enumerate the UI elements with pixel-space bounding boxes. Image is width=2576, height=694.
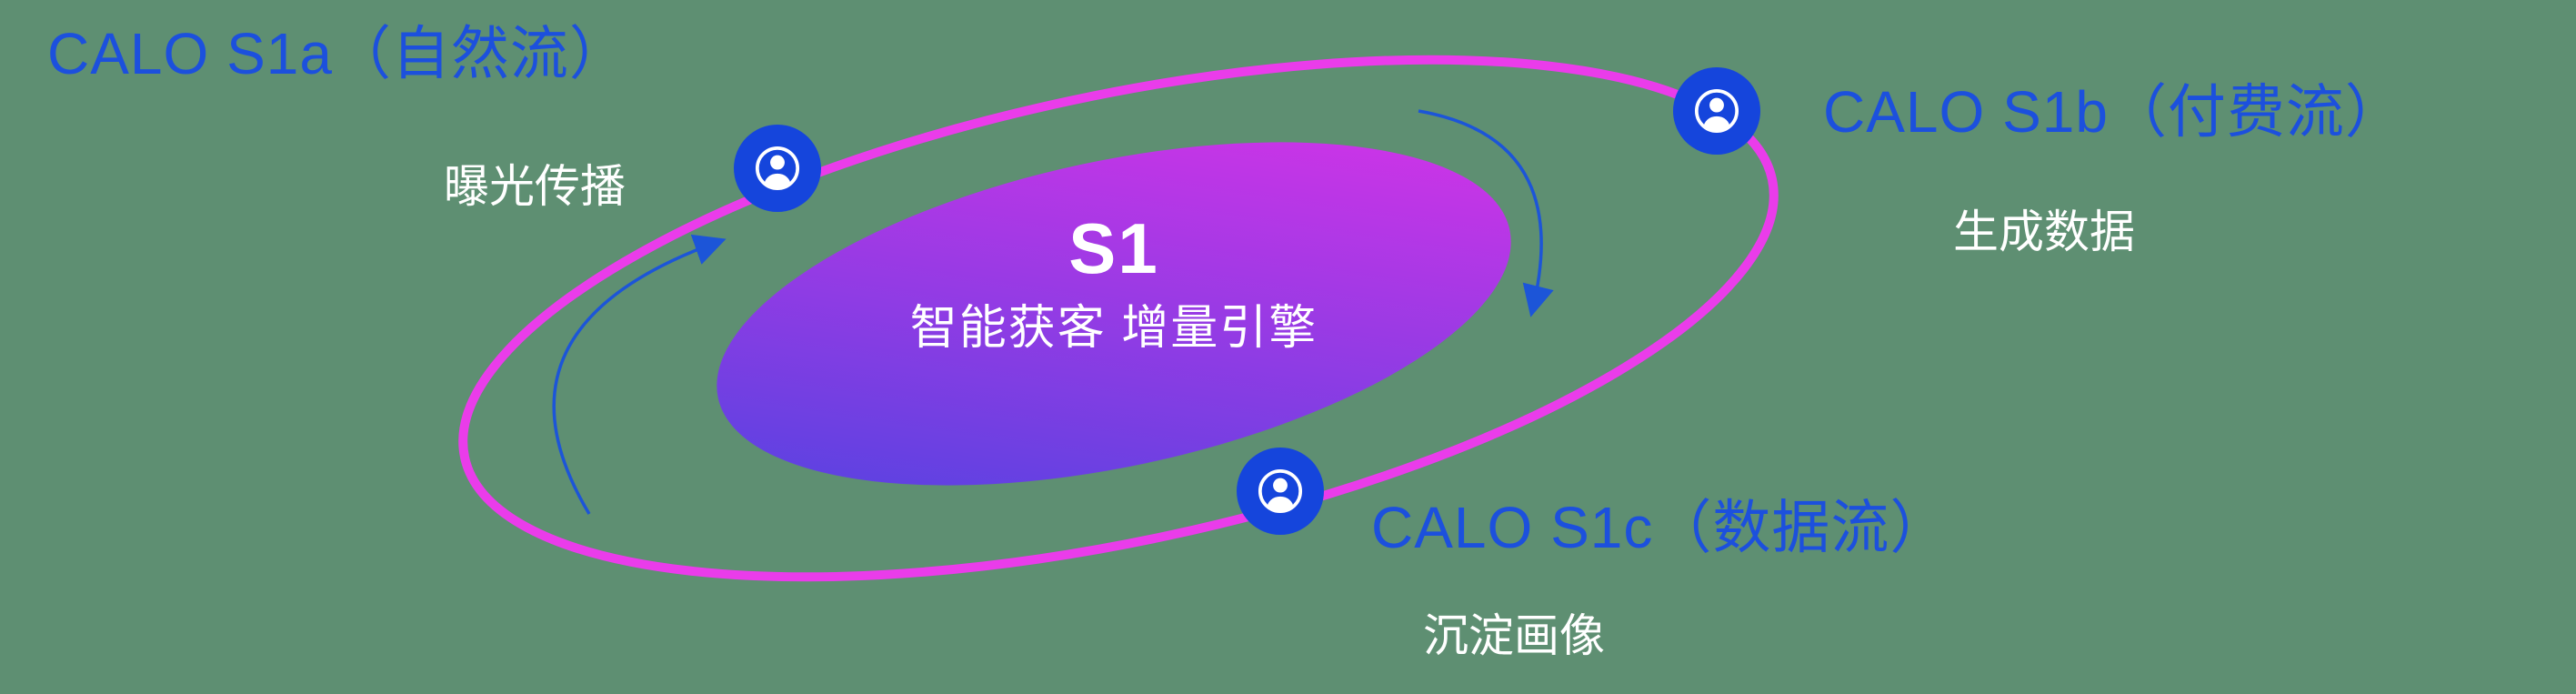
node-s1c (1237, 448, 1324, 535)
core-title: S1 (1068, 208, 1159, 288)
sublabel-s1c: 沉淀画像 (1423, 610, 1605, 661)
orbit-ring (458, 55, 1779, 582)
sublabel-s1a: 曝光传播 (444, 161, 626, 212)
sublabel-s1b: 生成数据 (1953, 206, 2135, 257)
label-s1c: CALO S1c（数据流） (1371, 495, 1950, 560)
core-subtitle: 智能获客 增量引擎 (909, 302, 1318, 355)
node-s1a (734, 125, 821, 212)
core-ellipse (717, 142, 1511, 486)
user-icon (1258, 468, 1303, 514)
arrow-left (552, 234, 727, 515)
arrow-right (1418, 109, 1554, 317)
node-s1b (1673, 67, 1760, 155)
user-icon (1694, 88, 1739, 134)
label-s1a: CALO S1a（自然流） (47, 21, 628, 86)
label-s1b: CALO S1b（付费流） (1823, 79, 2404, 145)
user-icon (755, 146, 800, 191)
